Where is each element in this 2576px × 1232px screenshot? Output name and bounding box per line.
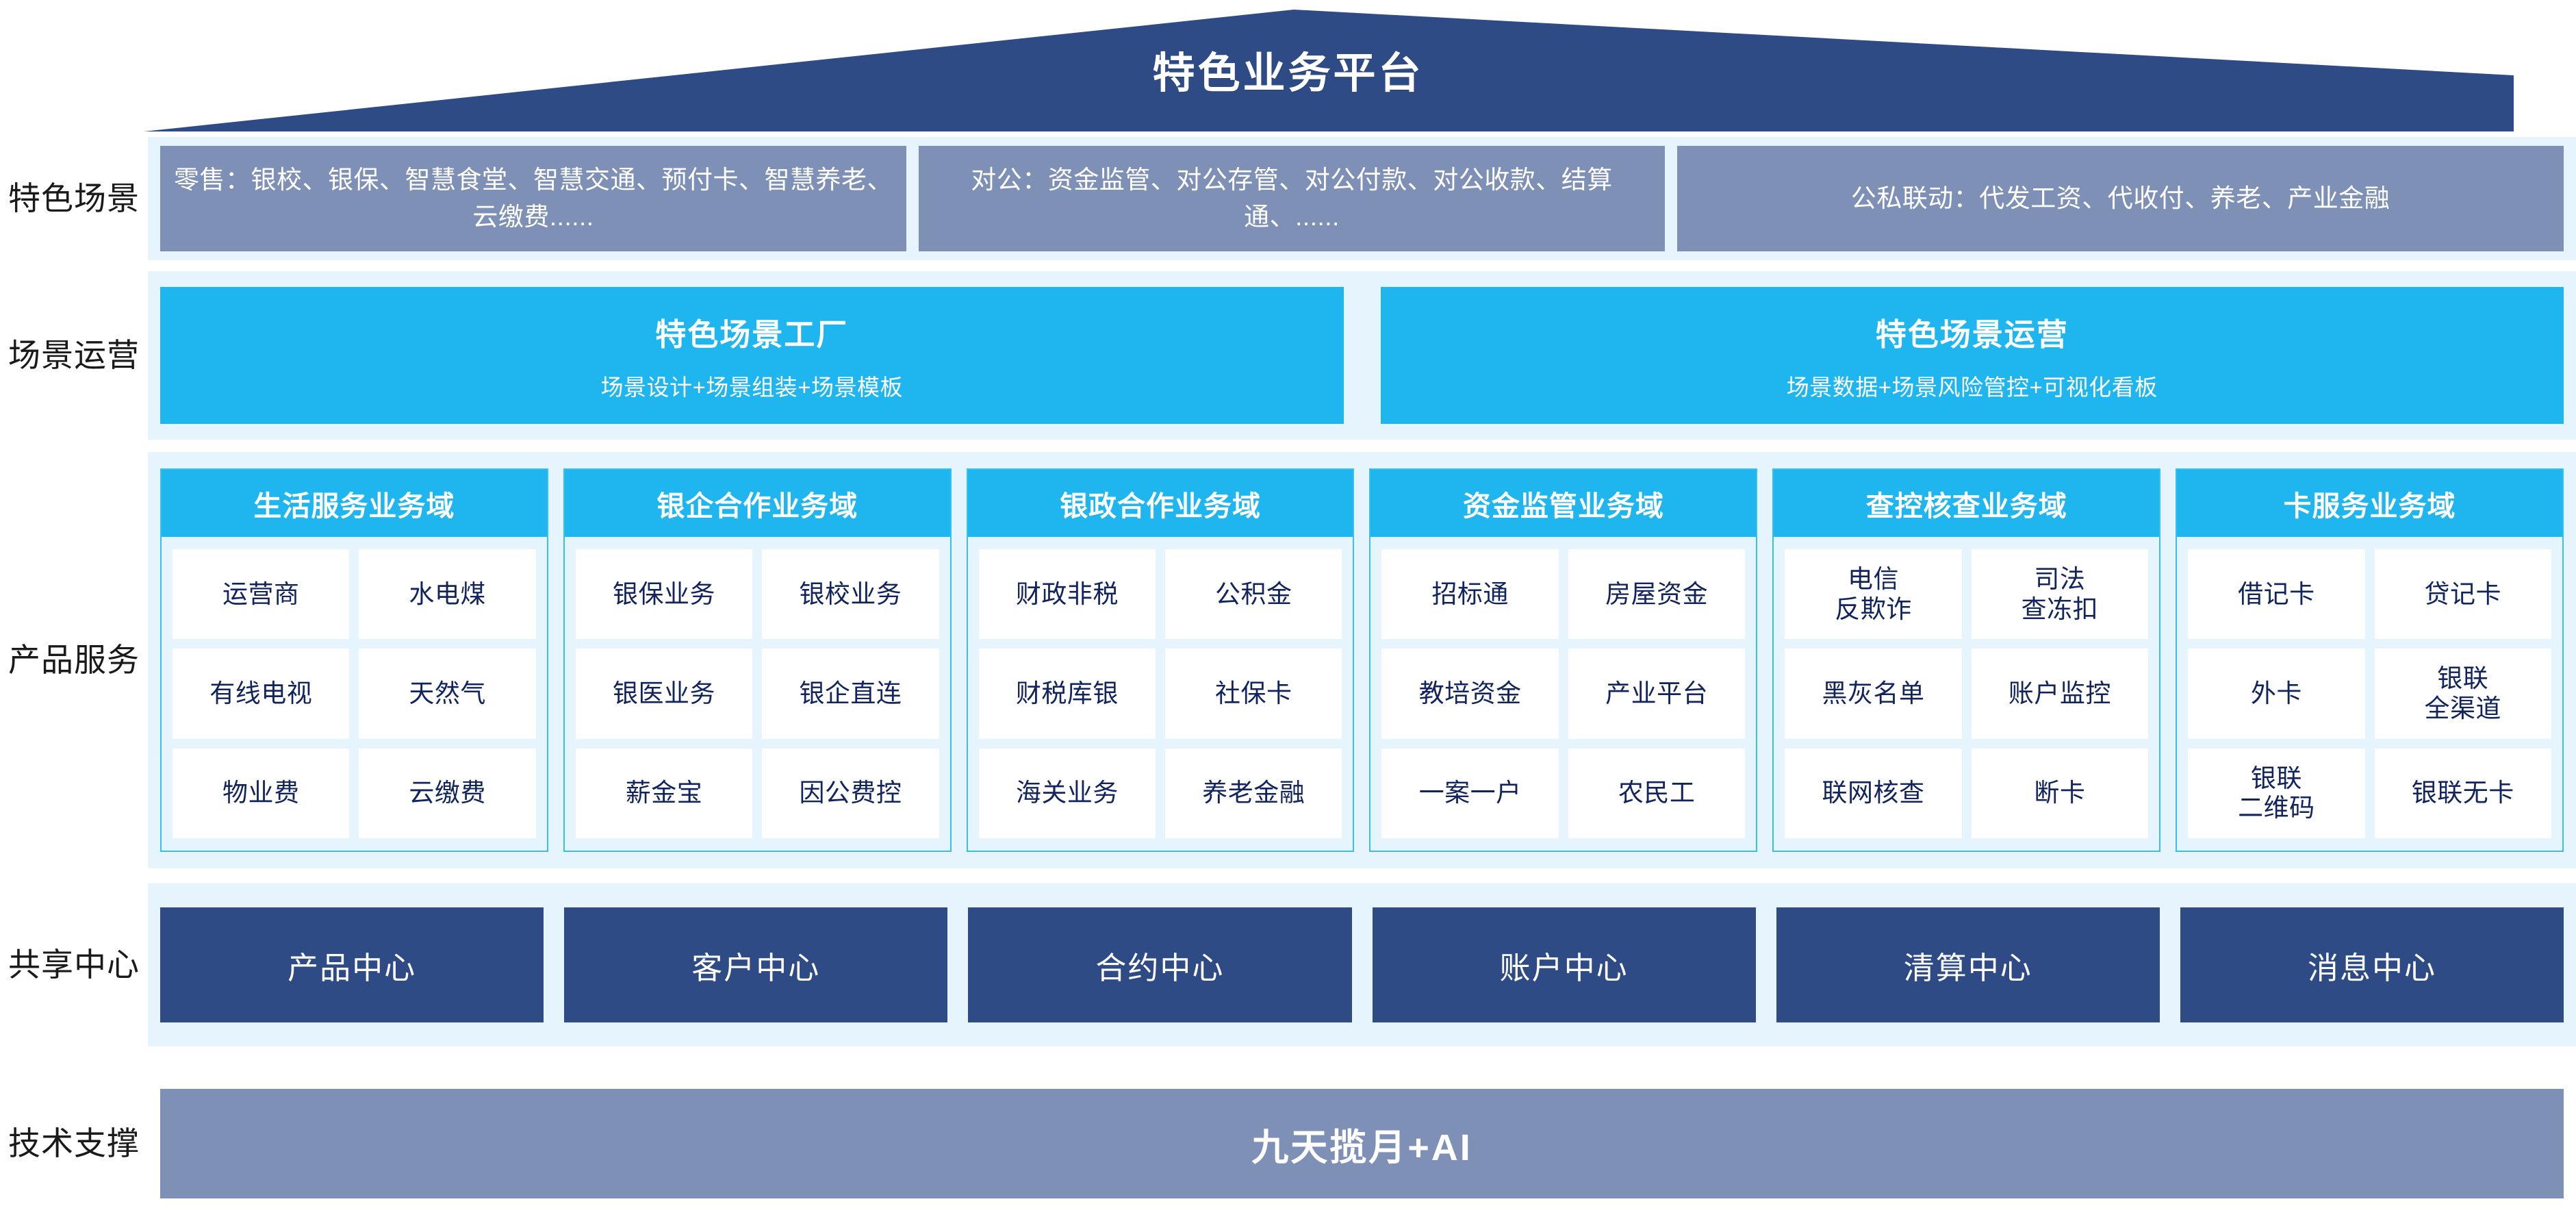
product-cell[interactable]: 联网核查 [1785,748,1962,838]
product-cell[interactable]: 一案一户 [1381,748,1559,838]
ops-factory-title: 特色场景工厂 [655,316,849,352]
row-label-scenarios-line1: 特色 [8,179,74,216]
product-cell[interactable]: 财税库银 [978,649,1156,739]
row-label-operations-line1: 场景 [8,336,74,373]
domain-column-bank-government: 银政合作业务域 财政非税 公积金 财税库银 社保卡 海关业务 养老金融 [966,468,1355,852]
product-cell[interactable]: 贷记卡 [2374,549,2551,640]
domain-grid-bank-government: 财政非税 公积金 财税库银 社保卡 海关业务 养老金融 [968,537,1353,851]
row-label-shared: 共享 中心 [0,883,148,1046]
domain-title-fund-supervision: 资金监管业务域 [1370,470,1757,537]
shared-center-settlement[interactable]: 清算中心 [1776,907,2160,1022]
product-cell[interactable]: 运营商 [173,549,350,640]
ops-operation-subtitle: 场景数据+场景风险管控+可视化看板 [1786,374,2158,400]
shared-center-contract[interactable]: 合约中心 [968,907,1352,1022]
row-label-products-line2: 服务 [74,641,140,678]
domain-grid-investigation: 电信 反欺诈 司法 查冻扣 黑灰名单 账户监控 联网核查 断卡 [1774,537,2159,851]
product-cell[interactable]: 账户监控 [1971,649,2149,739]
ops-box-scenario-operation[interactable]: 特色场景运营 场景数据+场景风险管控+可视化看板 [1380,287,2564,424]
row-label-operations-line2: 运营 [74,336,140,373]
product-cell[interactable]: 银医业务 [575,649,753,739]
scenario-box-public-private[interactable]: 公私联动：代发工资、代收付、养老、产业金融 [1677,146,2564,251]
domain-grid-bank-enterprise: 银保业务 银校业务 银医业务 银企直连 薪金宝 因公费控 [565,537,950,851]
ops-factory-subtitle: 场景设计+场景组装+场景模板 [600,374,904,400]
domain-title-bank-government: 银政合作业务域 [967,470,1353,537]
product-cell[interactable]: 招标通 [1381,549,1559,640]
ops-box-scenario-factory[interactable]: 特色场景工厂 场景设计+场景组装+场景模板 [160,287,1344,424]
domain-grid-card-service: 借记卡 贷记卡 外卡 银联 全渠道 银联 二维码 银联无卡 [2177,537,2562,851]
shared-center-account[interactable]: 账户中心 [1372,907,1756,1022]
row-label-operations: 场景 运营 [0,271,148,440]
product-cell[interactable]: 薪金宝 [575,748,753,838]
product-cell[interactable]: 因公费控 [762,748,939,838]
row-label-tech-line2: 支撑 [74,1124,140,1161]
domain-grid-life-service: 运营商 水电煤 有线电视 天然气 物业费 云缴费 [162,537,547,851]
row-label-products-line1: 产品 [8,641,74,678]
row-label-shared-line2: 中心 [74,946,140,983]
product-cell[interactable]: 银保业务 [575,549,753,640]
scenarios-band: 零售：银校、银保、智慧食堂、智慧交通、预付卡、智慧养老、云缴费...... 对公… [148,137,2576,260]
product-cell[interactable]: 社保卡 [1165,649,1342,739]
row-label-tech: 技术 支撑 [0,1068,148,1219]
product-cell[interactable]: 电信 反欺诈 [1785,549,1962,640]
shared-center-customer[interactable]: 客户中心 [564,907,948,1022]
domain-grid-fund-supervision: 招标通 房屋资金 教培资金 产业平台 一案一户 农民工 [1370,537,1756,851]
product-cell[interactable]: 财政非税 [978,549,1156,640]
ops-operation-title: 特色场景运营 [1875,316,2069,352]
row-scenario-operations: 场景 运营 特色场景工厂 场景设计+场景组装+场景模板 特色场景运营 场景数据+… [0,271,2576,440]
products-band: 生活服务业务域 运营商 水电煤 有线电视 天然气 物业费 云缴费 银企合作业务域… [148,452,2576,868]
domain-title-card-service: 卡服务业务域 [2177,470,2562,537]
product-cell[interactable]: 银联 全渠道 [2374,649,2551,739]
product-cell[interactable]: 借记卡 [2188,549,2365,640]
domain-title-life-service: 生活服务业务域 [162,470,547,537]
row-shared-centers: 共享 中心 产品中心 客户中心 合约中心 账户中心 清算中心 消息中心 [0,883,2576,1046]
product-cell[interactable]: 天然气 [359,649,536,739]
page-title: 特色业务平台 [1152,50,1424,97]
product-cell[interactable]: 海关业务 [978,748,1156,838]
tech-support-bar[interactable]: 九天揽月+AI [160,1089,2564,1198]
product-cell[interactable]: 银校业务 [762,549,939,640]
product-cell[interactable]: 外卡 [2188,649,2365,739]
product-cell[interactable]: 水电煤 [359,549,536,640]
roof-shape-icon [144,10,2514,131]
row-label-products: 产品 服务 [0,452,148,868]
product-cell[interactable]: 司法 查冻扣 [1971,549,2149,640]
scenario-box-corporate[interactable]: 对公：资金监管、对公存管、对公付款、对公收款、结算通、...... [919,146,1665,251]
tech-band: 九天揽月+AI [148,1068,2576,1219]
product-cell[interactable]: 黑灰名单 [1785,649,1962,739]
product-cell[interactable]: 云缴费 [359,748,536,838]
product-cell[interactable]: 公积金 [1165,549,1342,640]
operations-band: 特色场景工厂 场景设计+场景组装+场景模板 特色场景运营 场景数据+场景风险管控… [148,271,2576,440]
product-cell[interactable]: 银企直连 [762,649,939,739]
domain-title-bank-enterprise: 银企合作业务域 [564,470,950,537]
shared-center-product[interactable]: 产品中心 [160,907,544,1022]
row-label-scenarios-line2: 场景 [74,179,140,216]
product-cell[interactable]: 断卡 [1971,748,2149,838]
domain-title-investigation: 查控核查业务域 [1774,470,2160,537]
domain-column-investigation: 查控核查业务域 电信 反欺诈 司法 查冻扣 黑灰名单 账户监控 联网核查 断卡 [1772,468,2161,852]
product-cell[interactable]: 银联无卡 [2374,748,2551,838]
domain-column-life-service: 生活服务业务域 运营商 水电煤 有线电视 天然气 物业费 云缴费 [160,468,548,852]
product-cell[interactable]: 教培资金 [1381,649,1559,739]
scenario-box-retail[interactable]: 零售：银校、银保、智慧食堂、智慧交通、预付卡、智慧养老、云缴费...... [160,146,906,251]
row-product-services: 产品 服务 生活服务业务域 运营商 水电煤 有线电视 天然气 物业费 云缴费 银… [0,452,2576,868]
row-label-tech-line1: 技术 [8,1124,74,1161]
product-cell[interactable]: 有线电视 [173,649,350,739]
row-label-shared-line1: 共享 [8,946,74,983]
shared-center-message[interactable]: 消息中心 [2180,907,2564,1022]
product-cell[interactable]: 养老金融 [1165,748,1342,838]
domain-column-bank-enterprise: 银企合作业务域 银保业务 银校业务 银医业务 银企直连 薪金宝 因公费控 [563,468,952,852]
product-cell[interactable]: 房屋资金 [1568,549,1746,640]
domain-column-fund-supervision: 资金监管业务域 招标通 房屋资金 教培资金 产业平台 一案一户 农民工 [1369,468,1758,852]
product-cell[interactable]: 物业费 [173,748,350,838]
row-label-scenarios: 特色 场景 [0,137,148,260]
product-cell[interactable]: 农民工 [1568,748,1746,838]
shared-band: 产品中心 客户中心 合约中心 账户中心 清算中心 消息中心 [148,883,2576,1046]
platform-header-roof: 特色业务平台 [0,0,2576,137]
row-scenarios: 特色 场景 零售：银校、银保、智慧食堂、智慧交通、预付卡、智慧养老、云缴费...… [0,137,2576,260]
row-tech-support: 技术 支撑 九天揽月+AI [0,1068,2576,1219]
product-cell[interactable]: 产业平台 [1568,649,1746,739]
product-cell[interactable]: 银联 二维码 [2188,748,2365,838]
domain-column-card-service: 卡服务业务域 借记卡 贷记卡 外卡 银联 全渠道 银联 二维码 银联无卡 [2176,468,2564,852]
